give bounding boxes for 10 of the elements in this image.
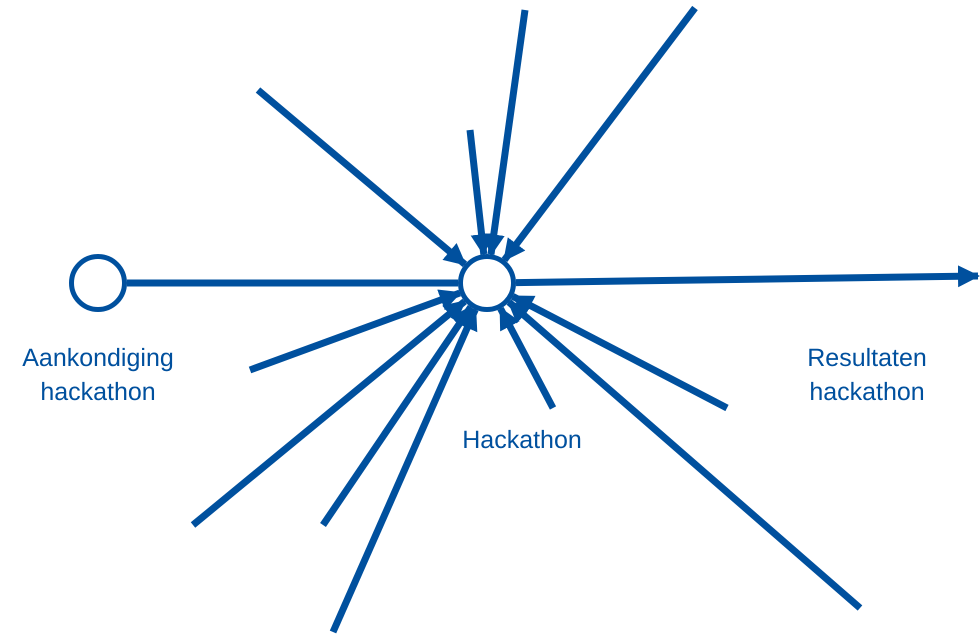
arrow bbox=[190, 298, 467, 528]
arrow bbox=[466, 130, 493, 256]
arrow bbox=[502, 6, 698, 262]
arrow bbox=[506, 299, 862, 611]
arrow bbox=[256, 87, 468, 267]
end-label: Resultaten hackathon bbox=[806, 343, 928, 408]
end-label: Hackathon bbox=[461, 425, 583, 456]
arrow bbox=[516, 265, 980, 288]
node-caption: Aankondiging hackathon bbox=[21, 343, 175, 408]
arrow bbox=[482, 10, 528, 256]
